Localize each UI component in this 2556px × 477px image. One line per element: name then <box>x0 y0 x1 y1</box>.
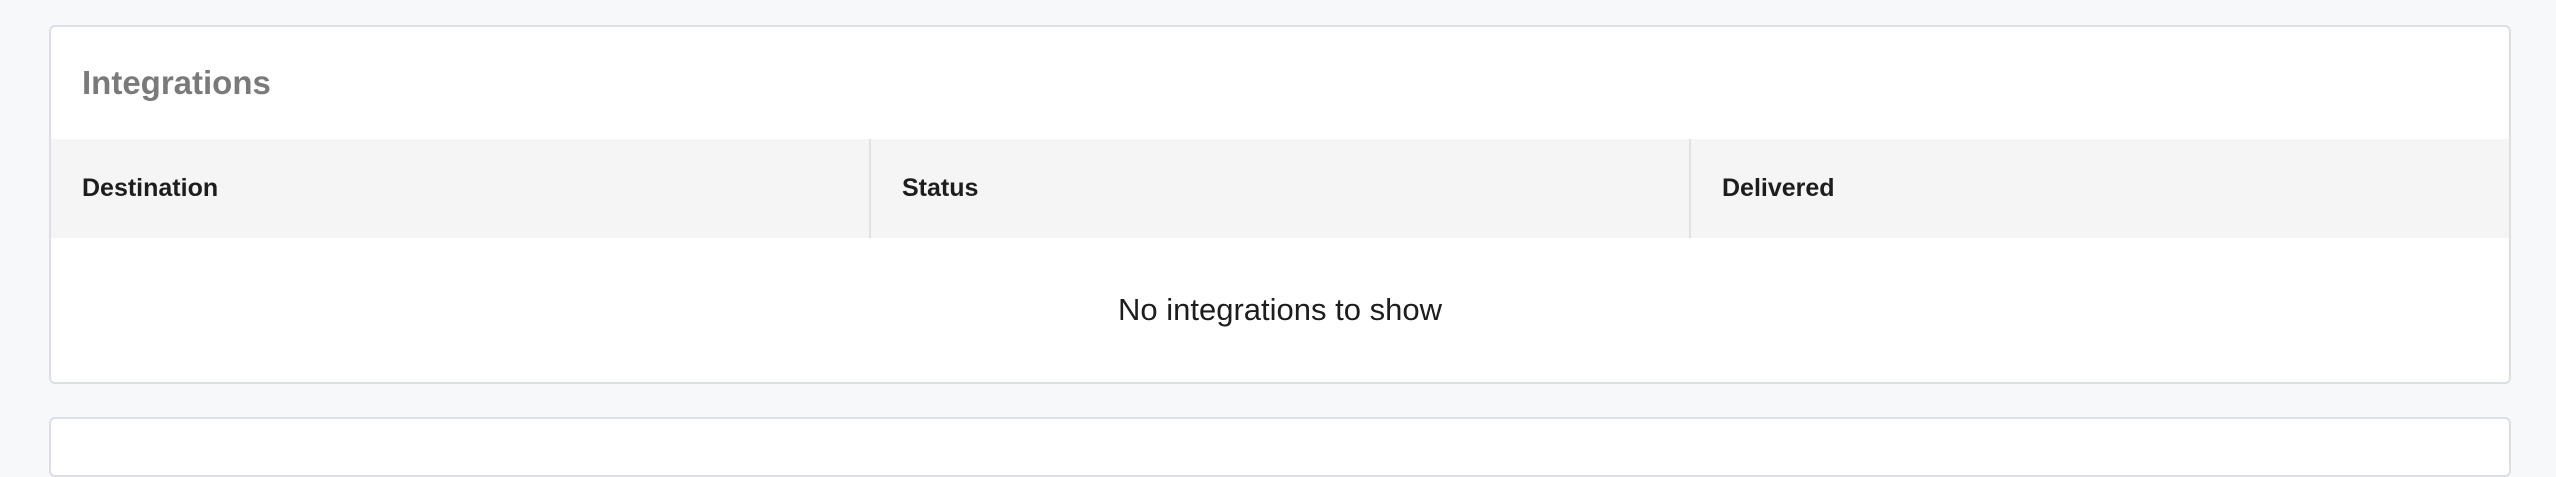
table-header: Destination Status Delivered <box>51 139 2509 238</box>
column-header-status: Status <box>869 139 1689 238</box>
panel-title: Integrations <box>82 64 271 101</box>
next-panel <box>49 417 2511 477</box>
column-header-destination: Destination <box>82 174 219 202</box>
integrations-panel: Integrations Destination Status Delivere… <box>49 25 2511 384</box>
column-header-delivered: Delivered <box>1689 139 2509 238</box>
empty-state-message: No integrations to show <box>1118 292 1442 327</box>
